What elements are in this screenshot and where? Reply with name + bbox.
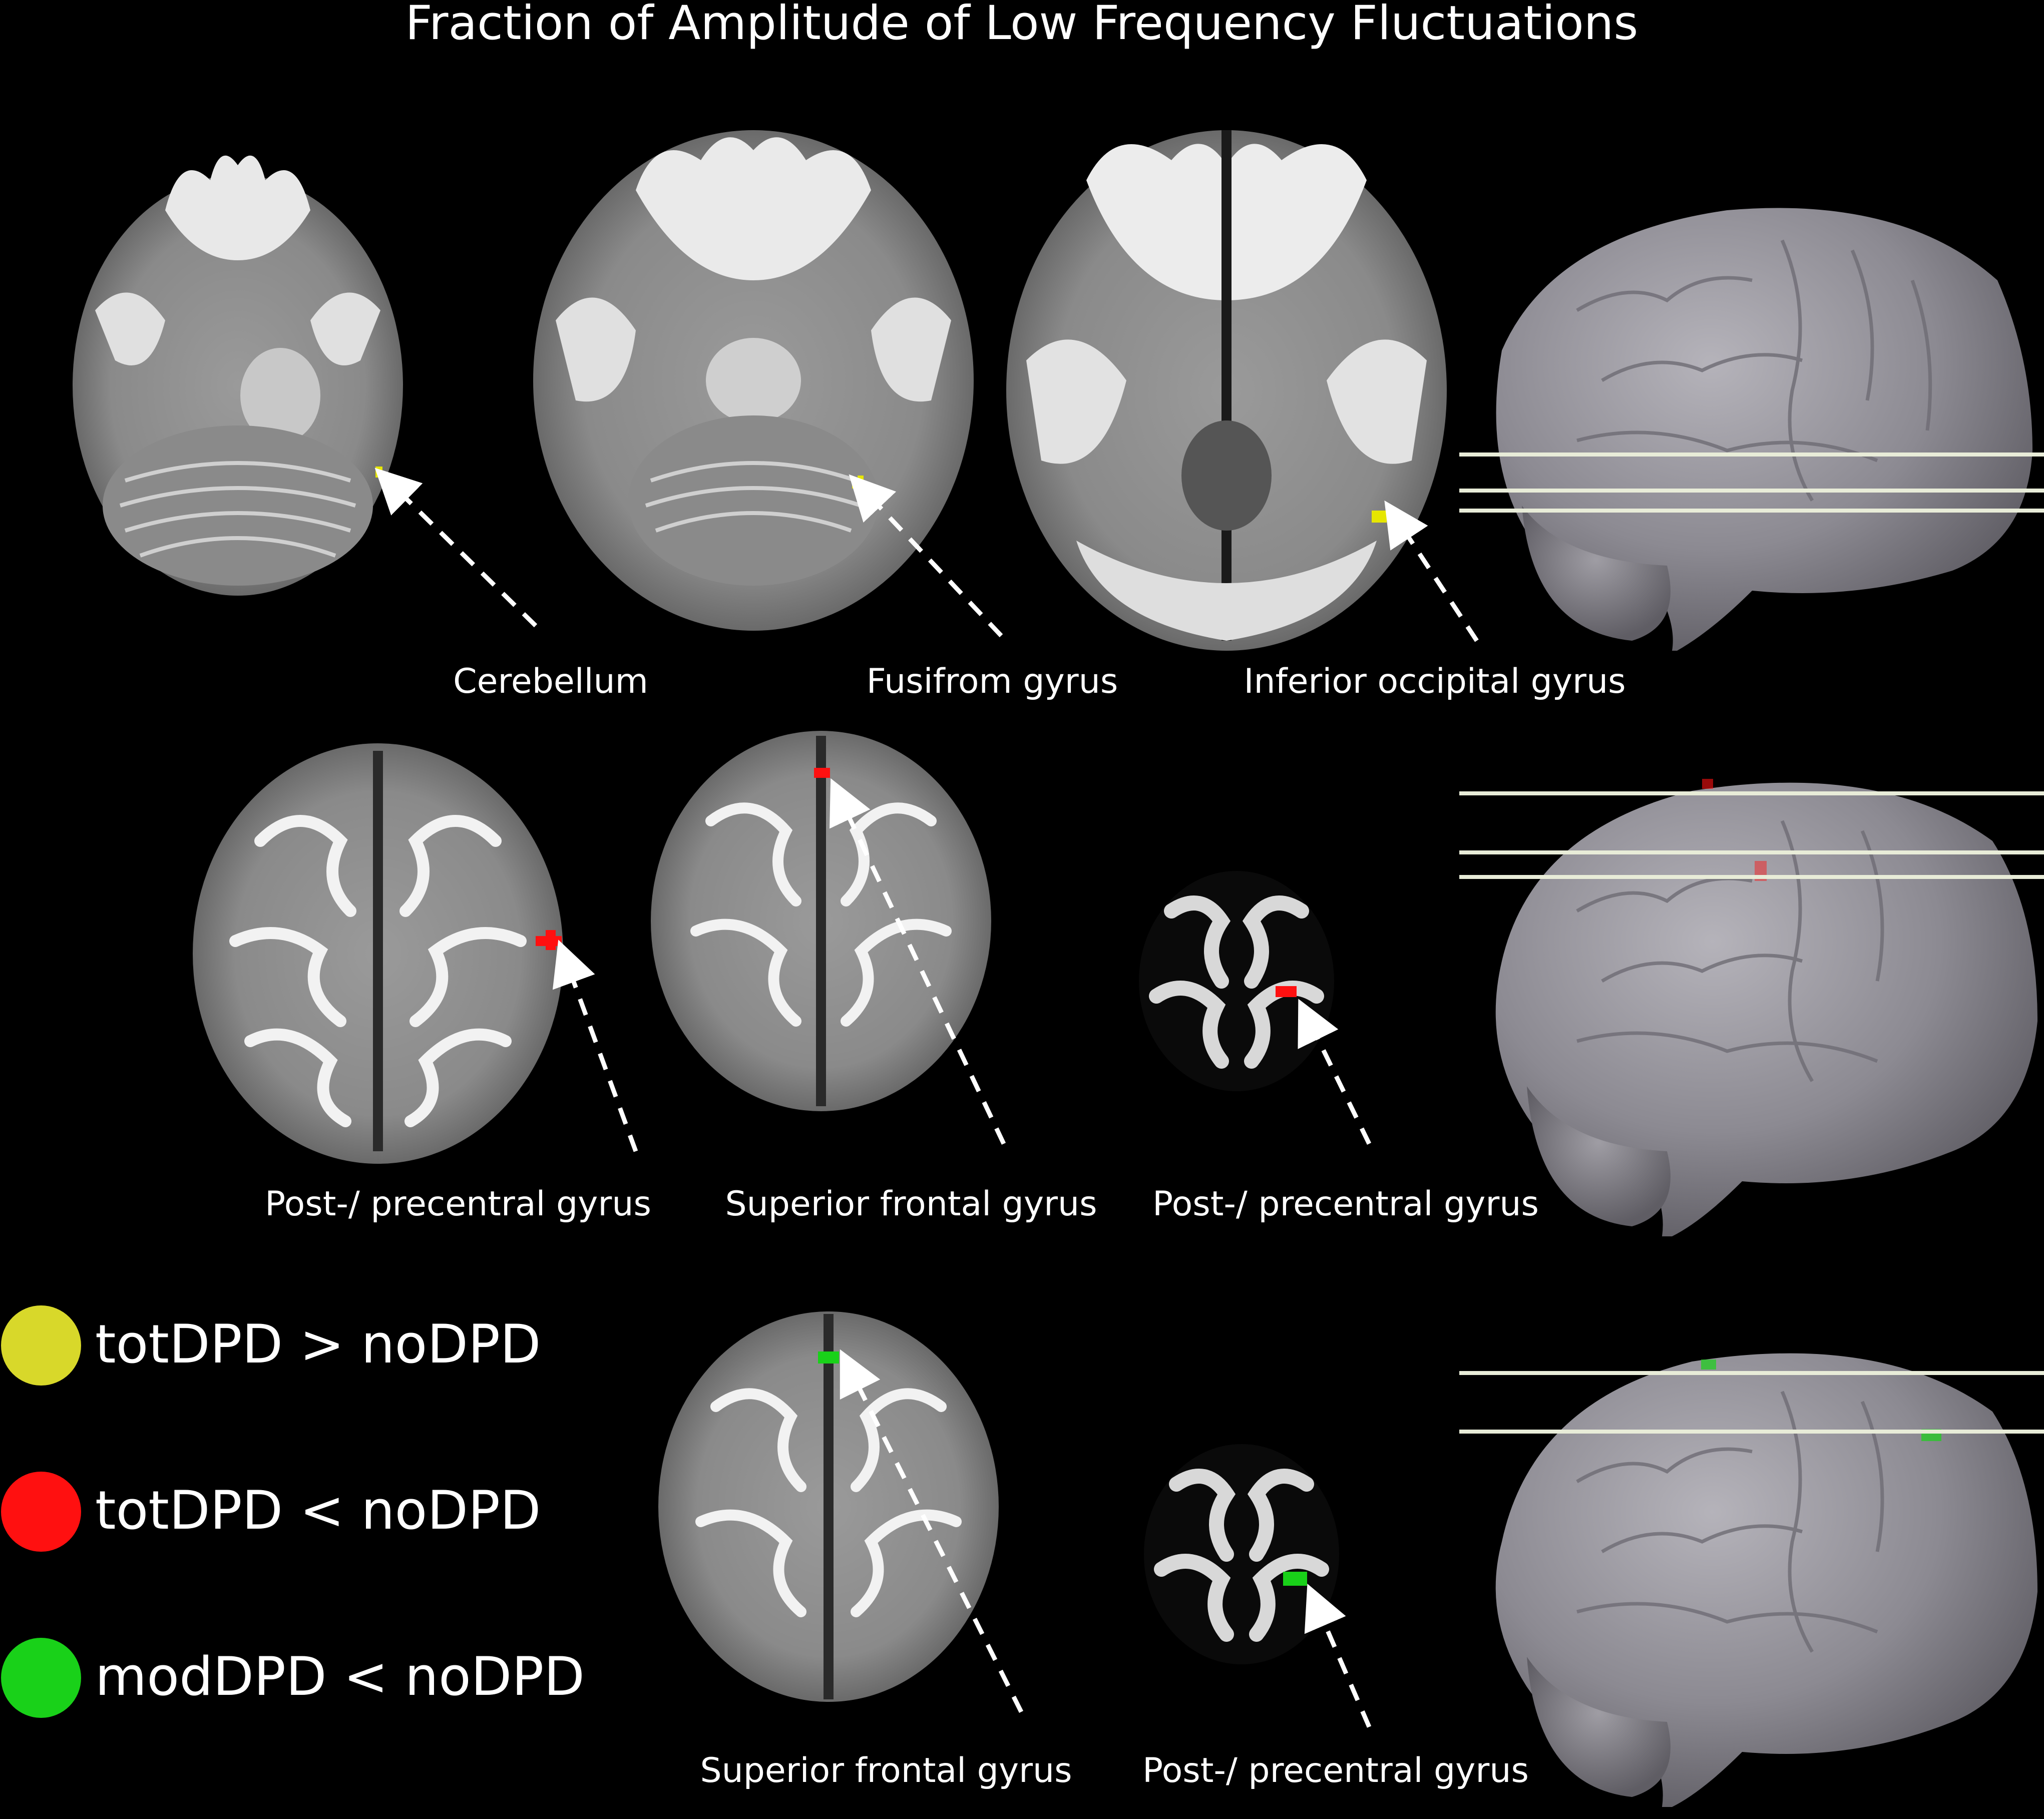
row-1-arrows	[374, 468, 1479, 642]
legend-item-green: modDPD < noDPD	[1, 1638, 585, 1718]
region-label-post-precentral-2: Post-/ precentral gyrus	[1152, 1184, 1539, 1224]
guide-lines-1	[1459, 452, 2044, 513]
brain-slice-cerebellum-level	[73, 155, 403, 596]
legend-label-red: totDPD < noDPD	[95, 1480, 541, 1541]
guide-lines-2	[1459, 791, 2044, 879]
row-2-labels: Post-/ precentral gyrus Superior frontal…	[265, 1184, 1539, 1224]
row-3-slices	[658, 1311, 2044, 1807]
yellow-cluster-inferior-occipital	[1372, 511, 1387, 523]
brain-slice-upper-2	[651, 731, 991, 1111]
yellow-cluster-cerebellum	[375, 467, 382, 478]
green-cluster-superior-frontal	[818, 1351, 839, 1363]
brain-surface-render-2	[1459, 779, 2044, 1236]
green-cluster-precentral	[1283, 1572, 1307, 1586]
red-cluster-precentral-2	[1276, 986, 1297, 997]
figure-title: Fraction of Amplitude of Low Frequency F…	[405, 0, 1639, 51]
region-label-inferior-occipital: Inferior occipital gyrus	[1244, 662, 1625, 701]
legend-swatch-green	[1, 1638, 81, 1718]
region-label-superior-frontal-2: Superior frontal gyrus	[700, 1751, 1072, 1790]
brain-slice-upper-3	[1139, 871, 1334, 1091]
region-label-post-precentral-3: Post-/ precentral gyrus	[1142, 1751, 1529, 1790]
red-surface-cluster-1	[1702, 779, 1713, 789]
legend-label-yellow: totDPD > noDPD	[95, 1313, 541, 1375]
row-1-slices	[73, 130, 2044, 651]
yellow-cluster-fusiform	[852, 482, 859, 489]
green-surface-cluster-1	[1701, 1359, 1716, 1370]
legend-item-yellow: totDPD > noDPD	[1, 1305, 541, 1386]
red-cluster-superior-frontal	[814, 768, 830, 778]
brain-slice-occipital-level	[1006, 130, 1447, 651]
row-3-arrows	[840, 1349, 1372, 1728]
brain-slice-fusiform-level	[533, 130, 974, 631]
legend-item-red: totDPD < noDPD	[1, 1472, 541, 1552]
brain-surface-render-3	[1459, 1353, 2044, 1807]
legend-label-green: modDPD < noDPD	[95, 1646, 585, 1707]
row-1-labels: Cerebellum Fusifrom gyrus Inferior occip…	[453, 662, 1625, 701]
legend-swatch-red	[1, 1472, 81, 1552]
red-cluster-precentral-1b	[546, 930, 556, 950]
brain-surface-render-1	[1459, 208, 2044, 651]
region-label-superior-frontal-1: Superior frontal gyrus	[725, 1184, 1097, 1224]
legend-swatch-yellow	[1, 1305, 81, 1386]
row-3-labels: Superior frontal gyrus Post-/ precentral…	[700, 1751, 1528, 1790]
row-2-slices	[193, 731, 2044, 1236]
guide-lines-3	[1459, 1371, 2044, 1434]
legend: totDPD > noDPD totDPD < noDPD modDPD < n…	[1, 1305, 585, 1718]
brain-slice-upper-1	[193, 743, 563, 1164]
brain-slice-upper-4	[658, 1311, 999, 1702]
region-label-fusiform: Fusifrom gyrus	[867, 662, 1118, 701]
row-2-arrows	[552, 778, 1372, 1152]
region-label-cerebellum: Cerebellum	[453, 662, 648, 701]
brain-slice-upper-5	[1144, 1444, 1339, 1664]
region-label-post-precentral-1: Post-/ precentral gyrus	[265, 1184, 651, 1224]
yellow-cluster-fusiform-2	[858, 476, 864, 482]
